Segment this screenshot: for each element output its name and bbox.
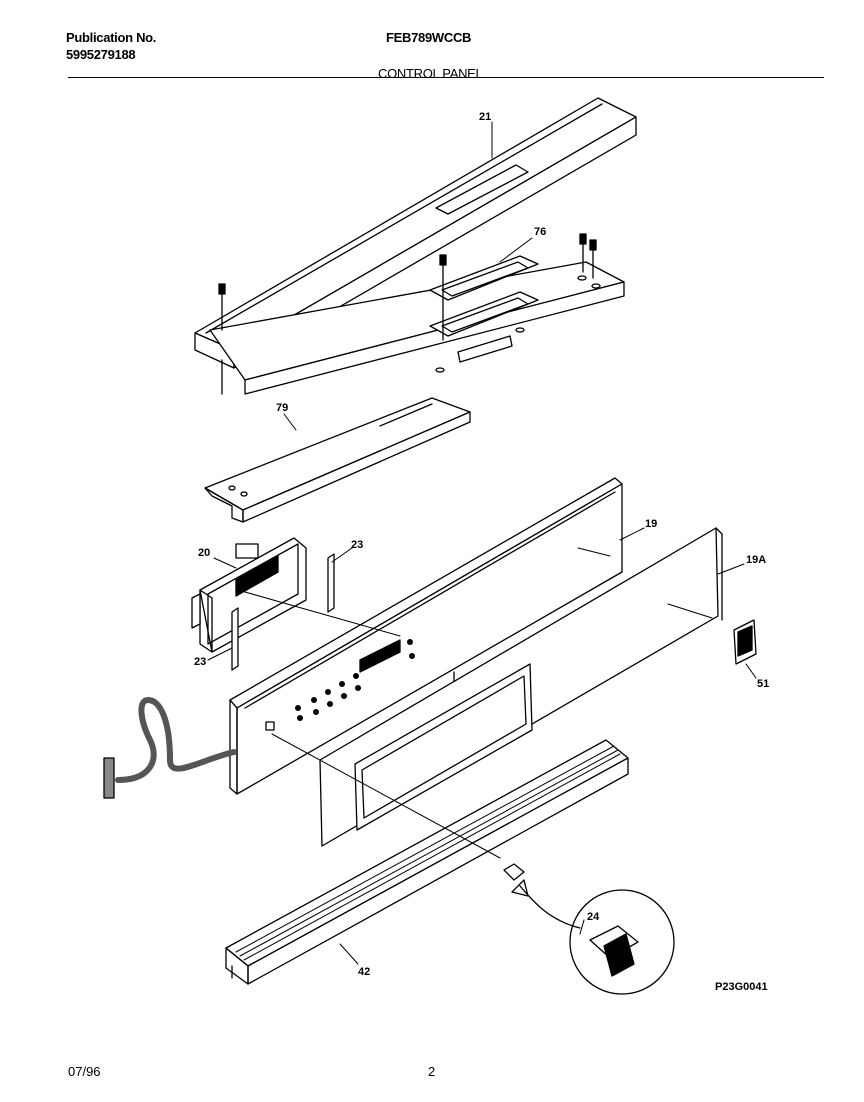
part-23-mounting-bracket — [231, 553, 335, 671]
footer-page-number: 2 — [428, 1064, 436, 1079]
callout-20: 20 — [198, 547, 210, 559]
part-79-bracket — [204, 397, 471, 523]
model-number: FEB789WCCB — [386, 30, 472, 45]
part-19a-overlay — [319, 527, 723, 847]
callout-79: 79 — [276, 402, 288, 414]
callout-42: 42 — [358, 966, 370, 978]
leader-lines — [207, 121, 757, 965]
part-24-switch — [503, 863, 675, 995]
callout-21: 21 — [479, 111, 491, 123]
callout-24: 24 — [587, 911, 600, 923]
part-76-gasket — [429, 255, 539, 337]
wire-harness — [103, 697, 237, 799]
part-20-control-board — [191, 537, 307, 653]
screws — [218, 233, 597, 395]
drawing-code: P23G0041 — [715, 981, 768, 993]
part-19-panel-frame — [229, 477, 623, 795]
callout-23-upper: 23 — [351, 539, 363, 551]
callout-51: 51 — [757, 678, 769, 690]
callout-23-lower: 23 — [194, 656, 206, 668]
lower-panel-body — [209, 261, 625, 395]
footer-date: 07/96 — [68, 1064, 101, 1079]
part-51-label — [733, 619, 757, 665]
publication-label: Publication No. — [66, 30, 157, 45]
callout-19a: 19A — [746, 554, 766, 566]
callout-76: 76 — [534, 226, 546, 238]
publication-number: 5995279188 — [66, 47, 136, 62]
part-42-vent-grille — [225, 739, 629, 985]
header-rule — [68, 77, 824, 78]
callout-19: 19 — [645, 518, 657, 530]
